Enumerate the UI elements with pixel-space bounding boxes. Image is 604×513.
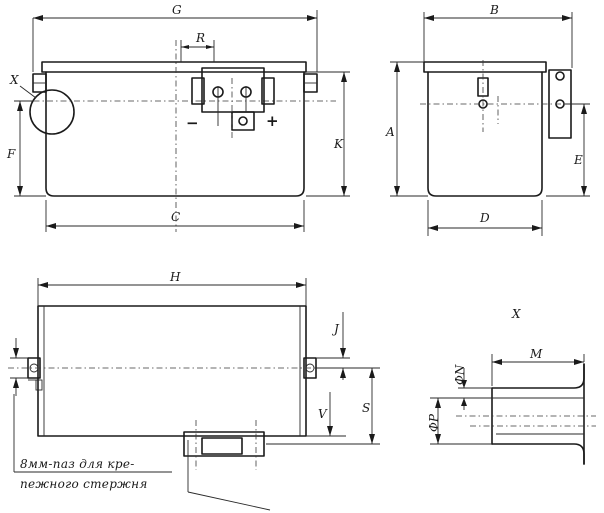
dim-r-label: R bbox=[195, 31, 205, 45]
dim-p: ΦP bbox=[427, 397, 492, 445]
dim-k-label: K bbox=[333, 137, 344, 151]
dim-e-label: E bbox=[573, 153, 583, 167]
dim-m: M bbox=[491, 347, 585, 386]
terminal-plus-sign: + bbox=[266, 112, 279, 130]
dim-m-label: M bbox=[529, 347, 543, 361]
side-body bbox=[427, 71, 543, 197]
detail-bushing-top bbox=[491, 363, 585, 389]
dim-v: V bbox=[306, 392, 346, 437]
dim-c-label: C bbox=[171, 210, 180, 224]
dim-g-label: G bbox=[172, 3, 182, 17]
side-view: B A D E bbox=[385, 3, 590, 236]
terminal-block: − + bbox=[186, 67, 279, 140]
front-view: X − + G bbox=[6, 3, 350, 232]
dim-k: K bbox=[306, 71, 350, 197]
dim-s-label: S bbox=[362, 401, 370, 415]
dim-d-label: D bbox=[479, 211, 490, 225]
note-line-2: пежного стержня bbox=[20, 477, 148, 491]
detail-view: X M ΦN bbox=[427, 307, 596, 465]
detail-x-leader bbox=[19, 85, 37, 99]
front-body bbox=[45, 71, 305, 197]
dim-f: F bbox=[6, 100, 46, 197]
dim-j-label: J bbox=[331, 322, 340, 336]
detail-bushing-bottom bbox=[491, 443, 585, 465]
dim-e: E bbox=[546, 103, 590, 197]
dim-left-lug bbox=[10, 338, 28, 396]
dim-h: H bbox=[37, 270, 307, 306]
front-lid bbox=[41, 61, 307, 73]
dim-n: ΦN bbox=[453, 364, 496, 410]
terminal-minus-sign: − bbox=[186, 114, 199, 132]
detail-x-callout: X bbox=[9, 73, 19, 87]
top-body-outline bbox=[37, 305, 307, 437]
dim-f-label: F bbox=[6, 147, 16, 161]
dim-a: A bbox=[385, 61, 428, 197]
dim-v-label: V bbox=[318, 407, 328, 421]
dim-g: G bbox=[32, 3, 318, 72]
dim-c: C bbox=[45, 200, 305, 232]
detail-x-circle bbox=[29, 89, 75, 135]
dim-p-label: ΦP bbox=[427, 413, 441, 432]
note-line-1: 8мм-паз для кре- bbox=[20, 457, 135, 471]
dim-j: J bbox=[316, 312, 350, 380]
side-lid bbox=[423, 61, 547, 73]
top-view: H J S bbox=[8, 270, 380, 511]
dim-s: S bbox=[266, 367, 380, 445]
dim-h-label: H bbox=[169, 270, 181, 284]
dim-n-label: ΦN bbox=[453, 364, 467, 385]
dim-r: R bbox=[180, 31, 215, 62]
dim-b: B bbox=[423, 3, 573, 68]
detail-title: X bbox=[511, 307, 521, 321]
dim-b-label: B bbox=[489, 3, 499, 17]
top-terminal-bracket bbox=[183, 431, 265, 457]
dim-d: D bbox=[427, 200, 543, 236]
dim-a-label: A bbox=[385, 125, 395, 139]
